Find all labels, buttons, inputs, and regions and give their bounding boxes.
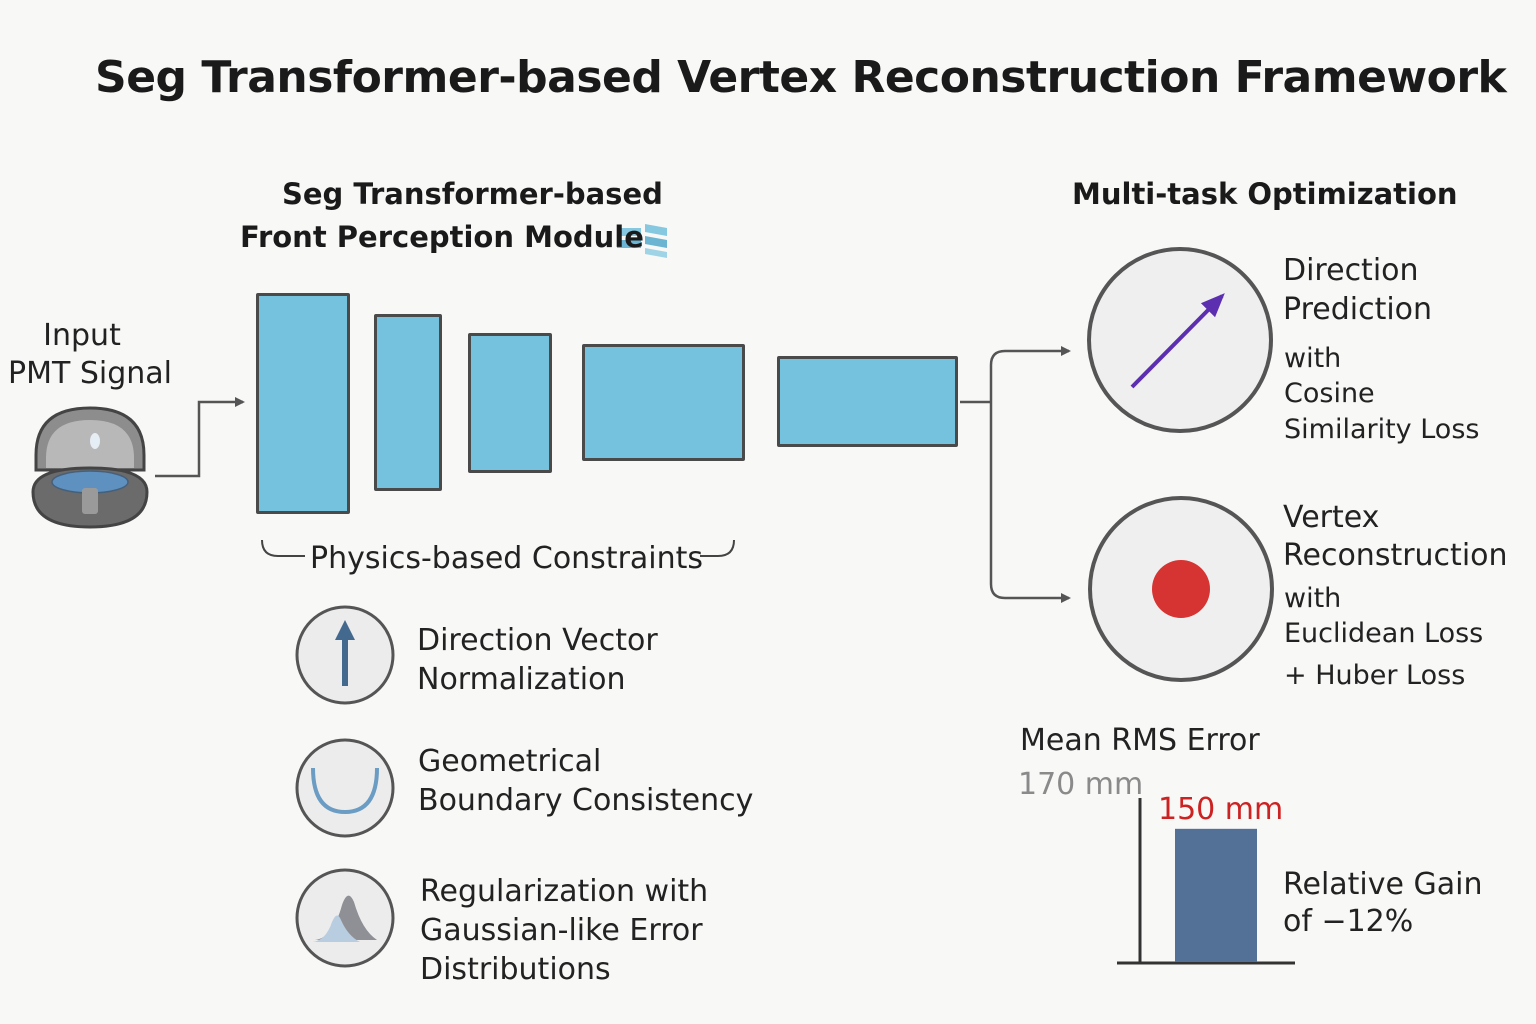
input-arrow [155,397,245,478]
bar-value-label: 150 mm [1158,792,1284,827]
error-bar [1175,828,1257,962]
module-title-line1: Seg Transformer-based [282,177,663,211]
network-block-5 [777,356,958,447]
pmt-icon [31,406,149,529]
branch-arrow-direction [989,346,1071,402]
direction-title-line1: Direction [1283,253,1419,288]
baseline-label: 170 mm [1018,767,1144,802]
u-curve-icon [295,738,395,838]
gain-label-line1: Relative Gain [1283,867,1483,902]
optimization-title: Multi-task Optimization [1072,177,1458,211]
gain-label-line2: of −12% [1283,904,1414,939]
constraint-item-regularization: Regularization with Gaussian-like Error … [420,872,708,989]
constraints-label: Physics-based Constraints [310,541,704,576]
direction-loss-line1: with [1284,343,1342,374]
network-block-3 [468,333,552,473]
constraints-brace [261,539,735,557]
input-sublabel: PMT Signal [8,356,172,391]
constraint-line: Distributions [420,952,611,987]
constraint-item-boundary: Geometrical Boundary Consistency [418,742,753,820]
direction-title-line2: Prediction [1283,292,1433,327]
constraint-line: Direction Vector [417,623,658,658]
page-title: Seg Transformer-based Vertex Reconstruct… [95,52,1507,103]
vertex-reconstruction-icon [1088,496,1274,682]
network-block-2 [374,314,442,491]
constraint-line: Geometrical [418,744,602,779]
vertex-loss-line2: Euclidean Loss [1284,618,1484,649]
constraint-line: Boundary Consistency [418,783,754,818]
constraint-item-direction: Direction Vector Normalization [417,621,658,699]
vertex-loss-line1: with [1284,583,1342,614]
constraint-line: Normalization [417,662,626,697]
network-block-4 [582,344,745,461]
vertex-loss-line3: + Huber Loss [1284,660,1466,691]
vertex-title-line1: Vertex [1283,500,1380,535]
direction-prediction-icon [1087,247,1273,433]
network-block-1 [256,293,350,514]
branch-arrow-vertex [989,402,1071,603]
vertex-title-line2: Reconstruction [1283,538,1508,573]
constraint-line: Gaussian-like Error [420,913,703,948]
direction-loss-line2: Cosine [1284,378,1375,409]
chart-title: Mean RMS Error [1020,723,1260,758]
input-label: Input [43,318,121,353]
constraint-line: Regularization with [420,874,709,909]
gaussian-peak-icon [295,868,395,968]
direction-loss-line3: Similarity Loss [1284,414,1480,445]
layers-icon [617,224,667,258]
module-title-line2: Front Perception Module [240,220,644,254]
up-arrow-icon [295,605,395,705]
